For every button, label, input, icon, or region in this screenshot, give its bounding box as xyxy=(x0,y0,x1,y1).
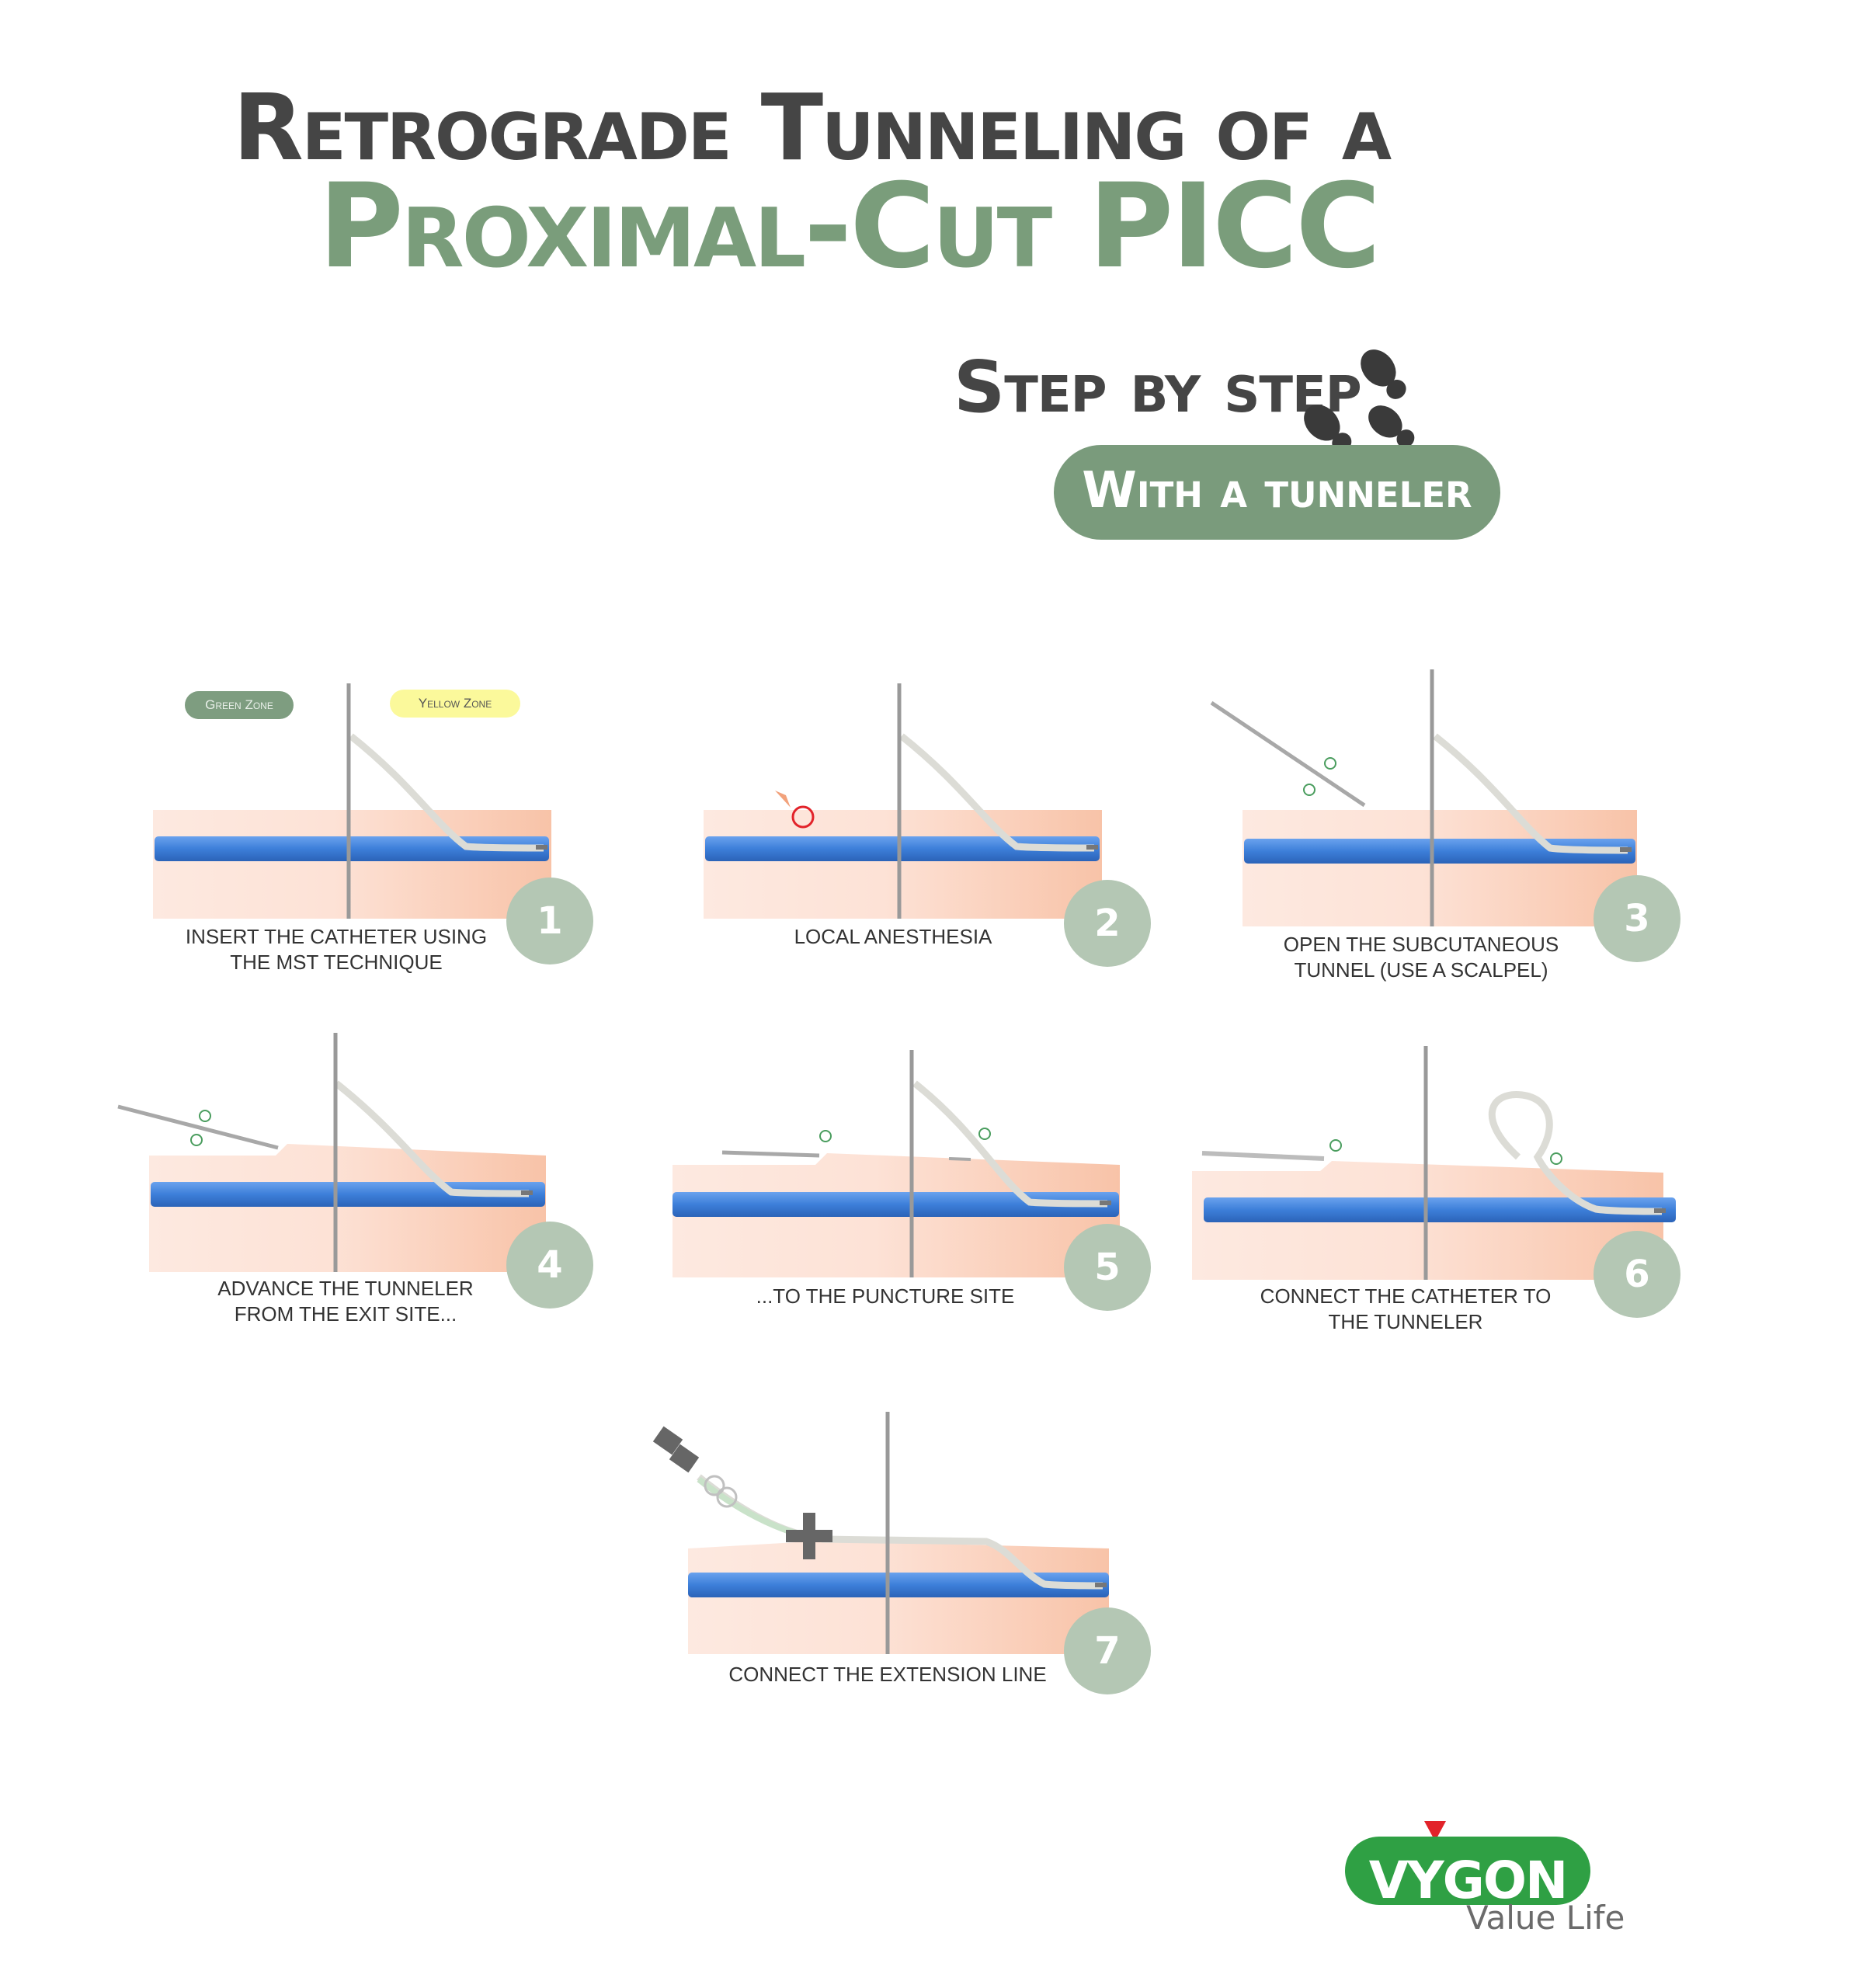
step-2-badge: 2 xyxy=(1064,880,1151,967)
step-7-caption: CONNECT THE EXTENSION LINE xyxy=(728,1663,1047,1686)
step-3-caption: OPEN THE SUBCUTANEOUS TUNNEL (USE A SCAL… xyxy=(1283,933,1559,982)
green-zone-tag: Green Zone xyxy=(185,691,294,719)
brand-name: VYGON xyxy=(1368,1851,1568,1910)
brand-tagline: Value Life xyxy=(1466,1899,1625,1937)
step-2-caption: LOCAL ANESTHESIA xyxy=(794,925,992,948)
step-3-badge: 3 xyxy=(1594,875,1680,962)
logo-pill: VYGON xyxy=(1345,1837,1590,1910)
page-title-line2: Proximal-Cut PICC xyxy=(318,159,1381,294)
step-4-illustration xyxy=(117,1033,546,1272)
method-pill: With a tunneler xyxy=(1054,445,1500,540)
step-7-badge: 7 xyxy=(1064,1607,1151,1694)
step-7-illustration xyxy=(652,1412,1109,1654)
step-by-step-heading: Step by step xyxy=(954,346,1362,429)
step-1-caption: INSERT THE CATHETER USING THE MST TECHNI… xyxy=(185,925,488,974)
footprints-icon xyxy=(1304,349,1415,453)
step-4-badge: 4 xyxy=(506,1222,593,1309)
yellow-zone-tag: Yellow Zone xyxy=(390,690,520,718)
step-6-illustration xyxy=(1192,1046,1676,1280)
method-label: With a tunneler xyxy=(1082,462,1472,520)
step-1-illustration xyxy=(153,683,551,919)
step-5-caption: ...TO THE PUNCTURE SITE xyxy=(756,1284,1015,1308)
step-5-illustration xyxy=(673,1050,1120,1277)
vygon-logo: VYGON xyxy=(1345,1821,1594,1938)
page-title-line1: Retrograde Tunneling of a xyxy=(233,74,1392,181)
step-3-illustration xyxy=(1210,669,1637,926)
step-6-caption: CONNECT THE CATHETER TO THE TUNNELER xyxy=(1260,1284,1552,1333)
step-1-badge: 1 xyxy=(506,878,593,964)
step-2-illustration xyxy=(704,683,1102,919)
step-6-badge: 6 xyxy=(1594,1231,1680,1318)
step-5-badge: 5 xyxy=(1064,1224,1151,1311)
step-4-caption: ADVANCE THE TUNNELER FROM THE EXIT SITE.… xyxy=(217,1277,474,1326)
